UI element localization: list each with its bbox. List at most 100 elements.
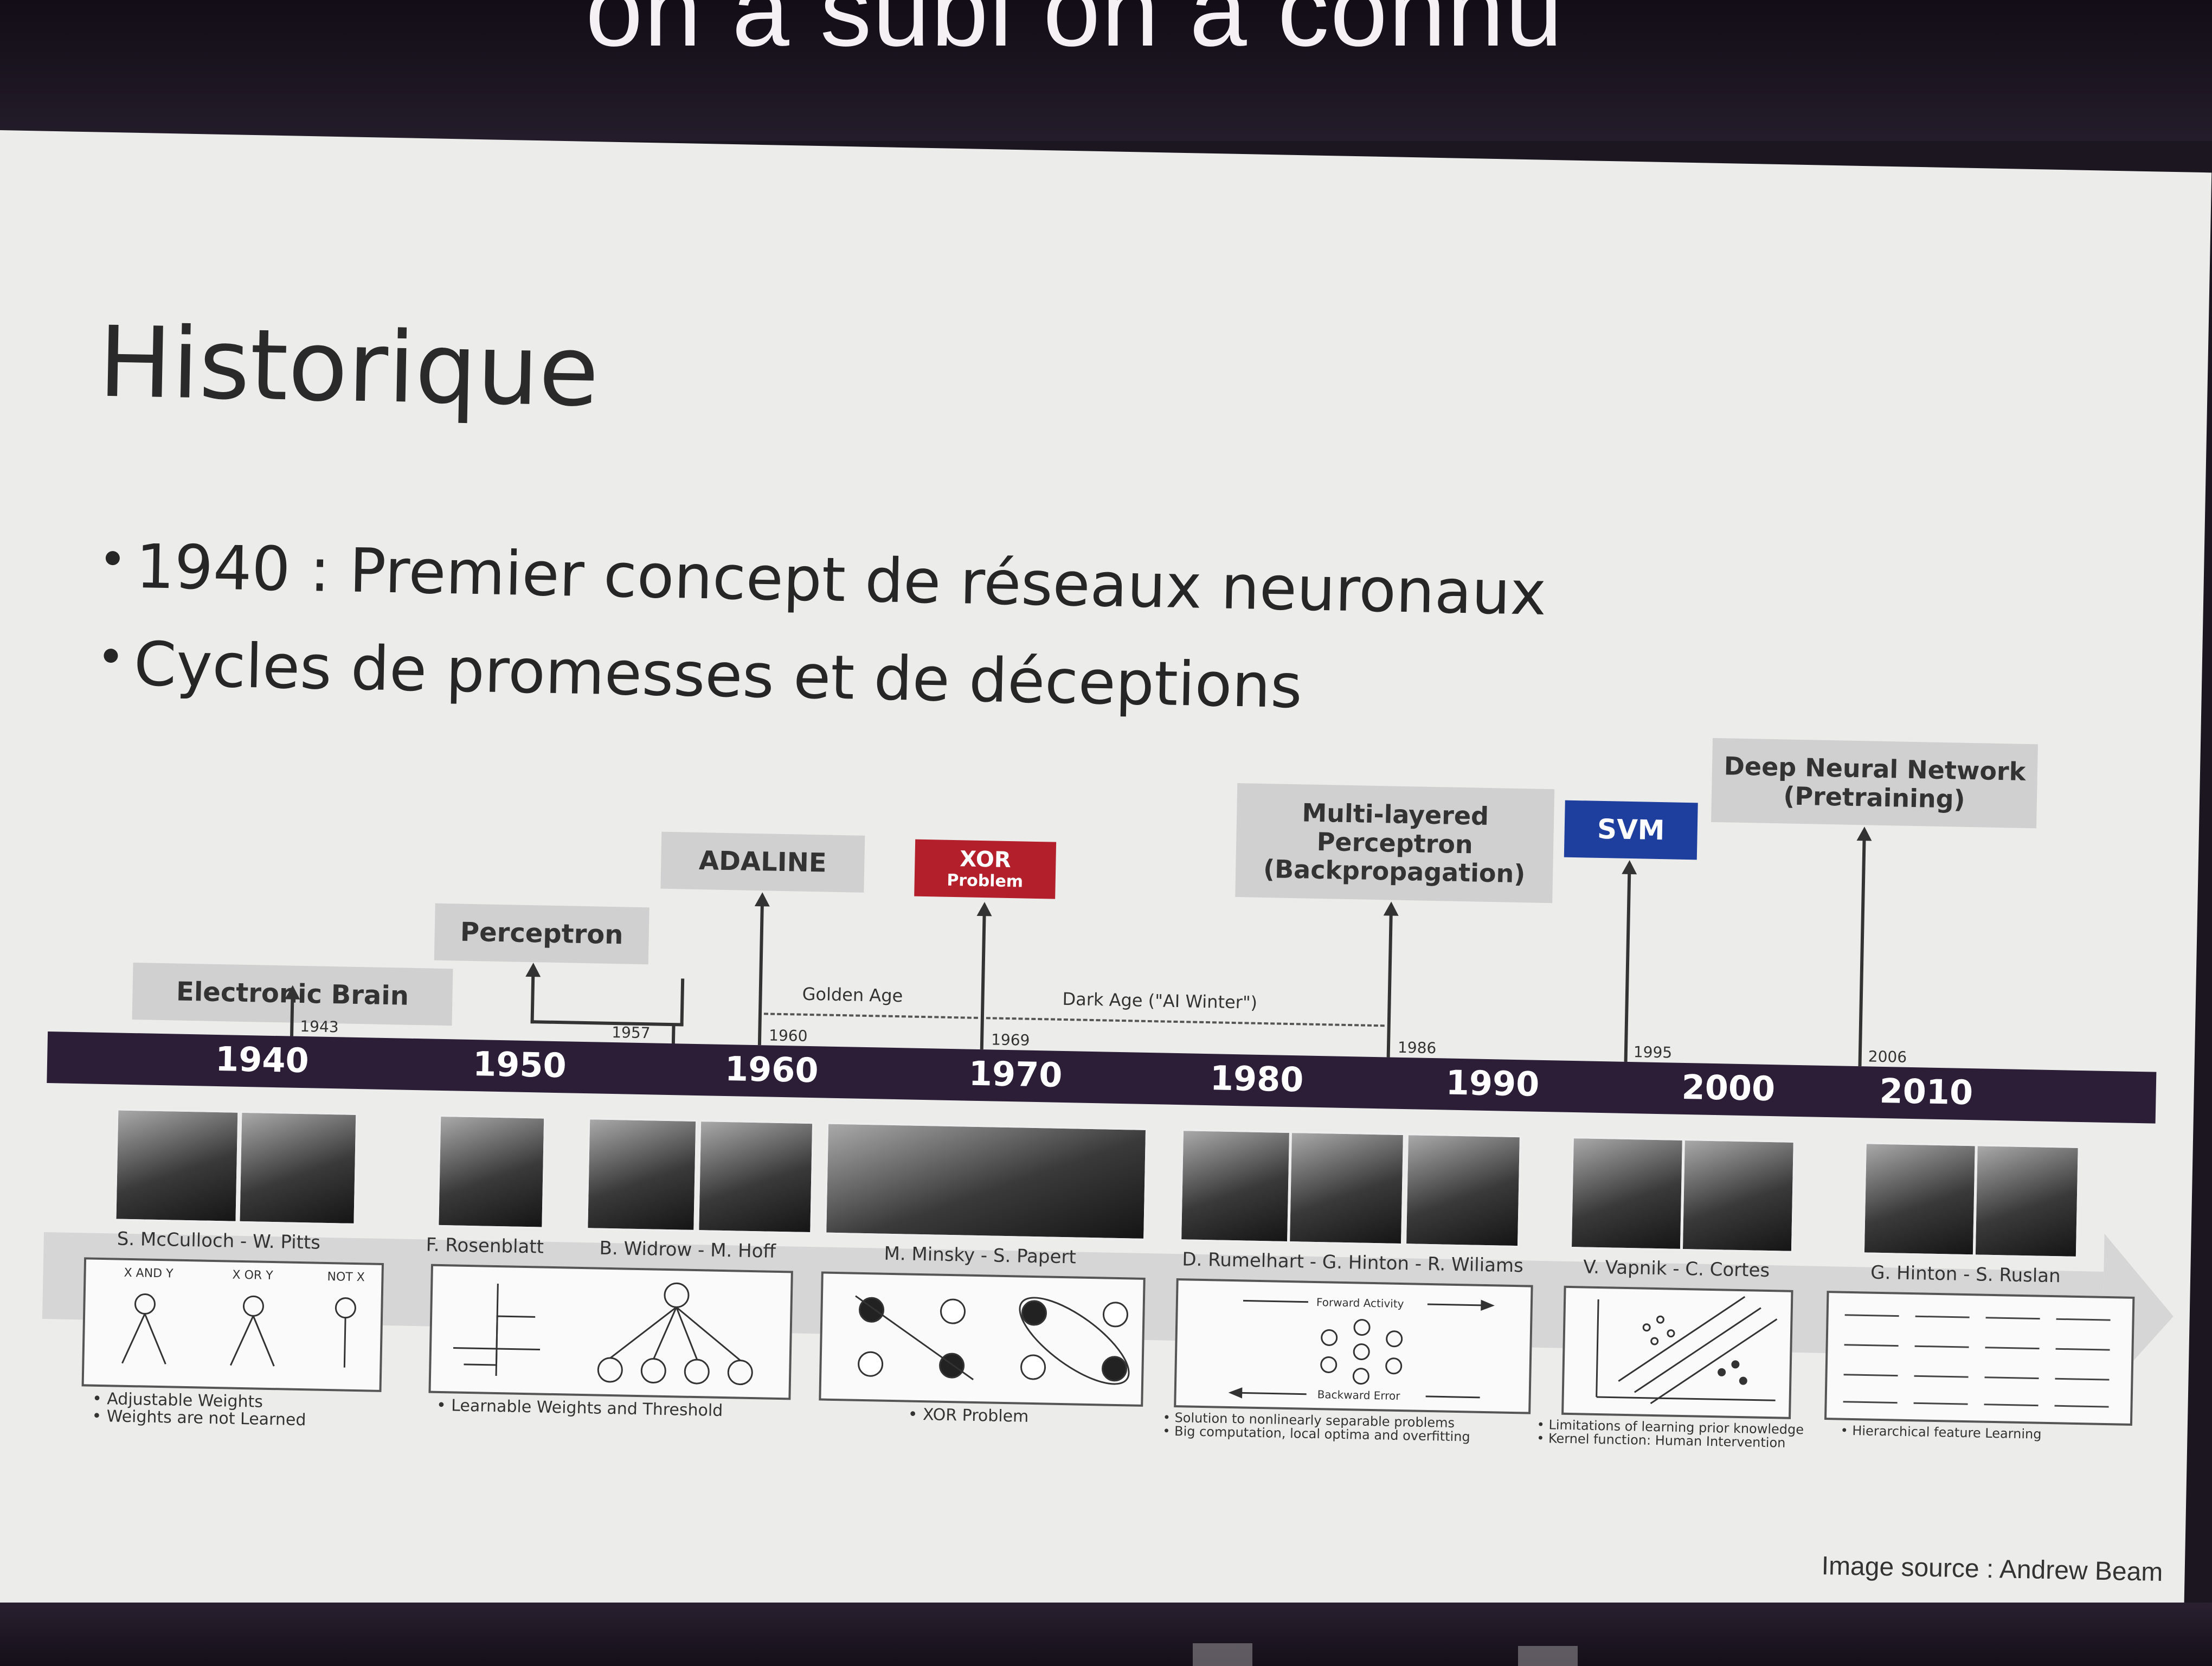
era-dark-age: Dark Age ("AI Winter")	[1062, 988, 1258, 1013]
arrow-line-1960	[757, 904, 764, 1046]
mlp-label-line2: Perceptron	[1316, 826, 1474, 859]
bottom-control-shape	[1518, 1646, 1578, 1666]
caption-vapnik-cortes: V. Vapnik - C. Cortes	[1583, 1256, 1770, 1282]
arrowhead-1960	[754, 892, 770, 907]
logic-gates-illustration: X AND Y X OR Y NOT X	[121, 1266, 365, 1368]
bullet-dot	[104, 649, 118, 663]
milestone-deep-neural-network: Deep Neural Network (Pretraining)	[1711, 738, 2038, 829]
portrait-rosenblatt	[437, 1114, 546, 1229]
bullet-2: Cycles de promesses et de déceptions	[103, 629, 1303, 722]
decade-1990: 1990	[1445, 1062, 1540, 1104]
year-1943: 1943	[300, 1017, 339, 1036]
projector-top-band	[0, 0, 2212, 141]
portrait-vapnik	[1570, 1137, 1684, 1251]
portrait-widrow	[586, 1118, 698, 1232]
slide-title: Historique	[97, 305, 600, 429]
milestone-xor-problem: XOR Problem	[914, 839, 1057, 899]
caption-hinton-ruslan: G. Hinton - S. Ruslan	[1870, 1261, 2061, 1287]
milestone-adaline: ADALINE	[660, 831, 865, 893]
milestone-svm: SVM	[1564, 800, 1698, 860]
portrait-cortes	[1681, 1138, 1795, 1253]
arrowhead-1995	[1622, 860, 1637, 875]
year-2006: 2006	[1868, 1047, 1907, 1066]
projector-bottom-band	[0, 1603, 2212, 1666]
caption-mcculloch-pitts: S. McCulloch - W. Pitts	[117, 1228, 321, 1254]
label-forward: Forward Activity	[1316, 1296, 1404, 1310]
note-xor: • XOR Problem	[908, 1405, 1029, 1426]
portrait-salakhutdinov	[1973, 1144, 2080, 1258]
decade-1950: 1950	[472, 1044, 567, 1086]
decade-1970: 1970	[968, 1053, 1063, 1095]
dnn-label-line2: (Pretraining)	[1783, 780, 1966, 814]
portrait-minsky-papert	[825, 1122, 1148, 1240]
label-not: NOT X	[327, 1270, 365, 1284]
note-xor-line1: • XOR Problem	[908, 1405, 1029, 1426]
note-backprop: • Solution to nonlinearly separable prob…	[1162, 1410, 1470, 1445]
arrowhead-1986	[1383, 901, 1399, 916]
arrow-line-1943	[290, 998, 294, 1036]
year-1995: 1995	[1633, 1043, 1673, 1062]
note-deep-line1: • Hierarchical feature Learning	[1840, 1422, 2042, 1442]
portrait-pitts	[238, 1111, 358, 1225]
diagram-backpropagation: Forward Activity Backward Error	[1174, 1278, 1533, 1414]
portrait-williams	[1405, 1133, 1521, 1248]
arrow-line-1957	[530, 976, 685, 1027]
decade-2010: 2010	[1879, 1071, 1973, 1113]
arrowhead-1943	[285, 985, 300, 999]
dnn-label-line1: Deep Neural Network	[1724, 751, 2026, 786]
diagram-xor	[819, 1271, 1146, 1407]
decade-1940: 1940	[215, 1039, 310, 1081]
arrow-line-1995	[1624, 872, 1631, 1062]
bottom-control-shape	[1193, 1643, 1252, 1666]
year-1960: 1960	[768, 1026, 808, 1045]
bullet-1: 1940 : Premier concept de réseaux neuron…	[105, 531, 1547, 629]
portrait-rumelhart	[1180, 1129, 1291, 1244]
portrait-mcculloch	[114, 1108, 240, 1223]
note-logic: • Adjustable Weights • Weights are not L…	[92, 1389, 306, 1430]
portrait-hinton-2010	[1862, 1142, 1977, 1257]
arrow-line-2006	[1858, 838, 1866, 1067]
portrait-hinton	[1288, 1131, 1405, 1246]
diagram-logic-gates: X AND Y X OR Y NOT X	[81, 1257, 384, 1392]
diagram-svm	[1561, 1285, 1793, 1419]
xor-label-line2: Problem	[947, 871, 1024, 892]
year-1969: 1969	[991, 1030, 1030, 1049]
svm-illustration	[1596, 1296, 1778, 1405]
previous-slide-heading-fragment: on a subi on a connu	[586, 0, 1564, 68]
label-and: X AND Y	[124, 1266, 173, 1281]
decade-1980: 1980	[1210, 1058, 1304, 1100]
xor-label-line1: XOR	[959, 847, 1012, 873]
era-golden-age: Golden Age	[802, 983, 903, 1007]
year-1986: 1986	[1397, 1038, 1437, 1058]
backprop-illustration: Forward Activity Backward Error	[1228, 1296, 1495, 1402]
image-source-credit: Image source : Andrew Beam	[1821, 1551, 2163, 1587]
bullet-dot	[105, 551, 120, 566]
golden-age-span	[763, 1013, 978, 1019]
caption-widrow-hoff: B. Widrow - M. Hoff	[599, 1237, 776, 1263]
label-backward: Backward Error	[1317, 1388, 1400, 1402]
note-svm: • Limitations of learning prior knowledg…	[1536, 1417, 1804, 1451]
mlp-label-line3: (Backpropagation)	[1263, 854, 1526, 889]
diagram-deep-network	[1824, 1291, 2135, 1426]
arrow-line-1986	[1386, 913, 1393, 1058]
mlp-label-line1: Multi-layered	[1302, 797, 1489, 831]
note-perceptron-line1: • Learnable Weights and Threshold	[436, 1395, 723, 1421]
note-logic-line2: • Weights are not Learned	[92, 1406, 306, 1430]
note-svm-line2: • Kernel function: Human Intervention	[1536, 1431, 1786, 1451]
label-or: X OR Y	[232, 1268, 273, 1283]
deep-network-illustration	[1843, 1314, 2111, 1408]
arrowhead-1969	[976, 901, 993, 917]
milestone-multilayer-perceptron: Multi-layered Perceptron (Backpropagatio…	[1235, 783, 1555, 904]
caption-minsky-papert: M. Minsky - S. Papert	[884, 1242, 1077, 1268]
timeline-bar	[47, 1031, 2157, 1124]
bullet-2-text: Cycles de promesses et de déceptions	[133, 629, 1303, 722]
arrowhead-1957	[525, 962, 541, 977]
dark-age-span	[986, 1017, 1385, 1027]
bullet-1-text: 1940 : Premier concept de réseaux neuron…	[135, 531, 1547, 629]
slide: Historique 1940 : Premier concept de rés…	[0, 130, 2212, 1648]
note-deep: • Hierarchical feature Learning	[1840, 1422, 2042, 1442]
diagram-perceptron	[428, 1264, 793, 1400]
caption-rosenblatt: F. Rosenblatt	[426, 1234, 544, 1258]
year-1957: 1957	[611, 1023, 651, 1042]
arrowhead-2006	[1856, 826, 1872, 841]
